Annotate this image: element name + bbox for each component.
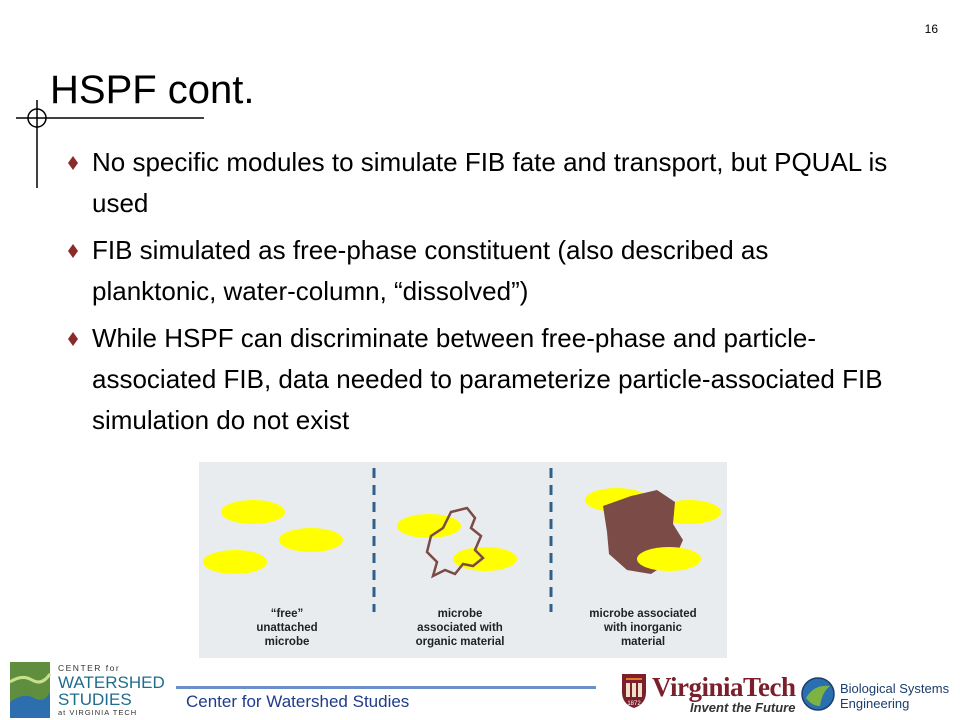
microbe (637, 547, 701, 571)
diamond-bullet-icon (68, 332, 78, 346)
organic-particle (425, 506, 485, 579)
bullet-text: While HSPF can discriminate between free… (92, 323, 883, 435)
virginia-tech-wordmark: VirginiaTech (652, 672, 796, 702)
caption-free: “free” unattached microbe (256, 608, 318, 648)
bullet-list: No specific modules to simulate FIB fate… (68, 142, 888, 447)
cws-logo-line4: at VIRGINIA TECH (58, 708, 137, 717)
bse-wordmark: Biological Systems Engineering (840, 681, 950, 711)
slide-title: HSPF cont. (50, 68, 255, 112)
microbe (221, 500, 285, 524)
page-number: 16 (924, 22, 938, 36)
bullet-item: FIB simulated as free-phase constituent … (68, 230, 888, 312)
title-decoration (16, 100, 204, 188)
virginia-tech-tagline: Invent the Future (690, 700, 796, 715)
microbe (397, 514, 461, 538)
bullet-item: No specific modules to simulate FIB fate… (68, 142, 888, 224)
bullet-item: While HSPF can discriminate between free… (68, 318, 888, 441)
microbe (279, 528, 343, 552)
bullet-text: No specific modules to simulate FIB fate… (92, 147, 888, 218)
bullet-text: FIB simulated as free-phase constituent … (92, 235, 769, 306)
microbe-association-figure: “free” unattached microbe microbe associ… (199, 462, 727, 658)
cws-logo: CENTER for WATERSHED STUDIES at VIRGINIA… (10, 662, 165, 718)
cws-logo-line1: CENTER for (58, 663, 120, 673)
microbe (203, 550, 267, 574)
cws-logo-line3: STUDIES (58, 690, 132, 709)
microbe (453, 547, 517, 571)
cws-logo-line2: WATERSHED (58, 673, 165, 692)
figure-graphic (203, 468, 721, 612)
vt-year: 1872 (627, 701, 641, 707)
virginia-tech-shield-icon: 1872 (622, 674, 646, 708)
bse-globe-icon (801, 677, 835, 711)
caption-inorganic: microbe associated with inorganic materi… (589, 608, 697, 648)
diamond-bullet-icon (68, 244, 78, 258)
caption-organic: microbe associated with organic material (415, 608, 505, 648)
footer-center-text: Center for Watershed Studies (186, 692, 410, 711)
footer-divider (176, 686, 596, 689)
diamond-bullet-icon (68, 156, 78, 170)
